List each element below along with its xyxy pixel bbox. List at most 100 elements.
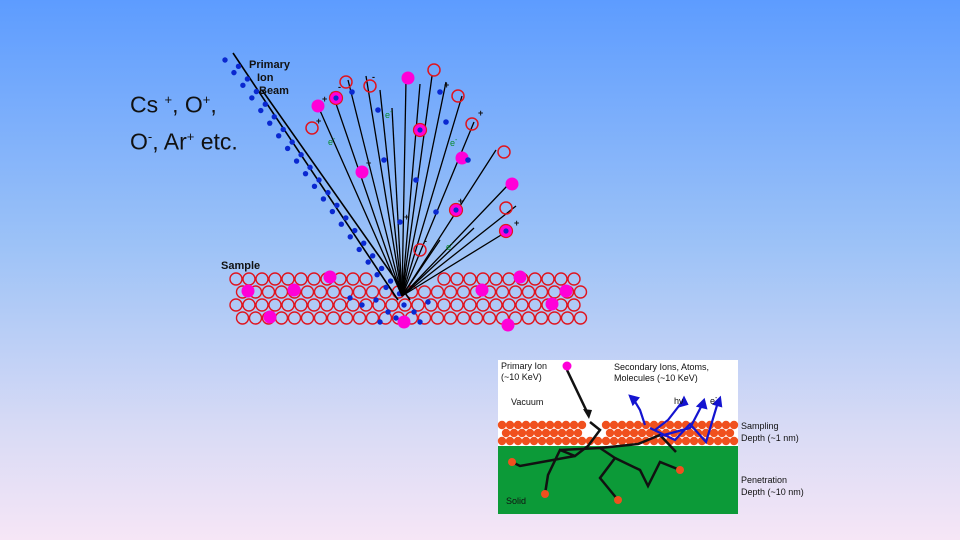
surface-atom xyxy=(501,428,511,438)
beam-ion xyxy=(329,208,336,215)
trajectory xyxy=(401,149,497,297)
sputtered-electron xyxy=(397,219,403,225)
lattice-atom xyxy=(365,285,380,299)
surface-atom xyxy=(665,420,675,430)
penetration-depth-label: Penetration xyxy=(741,475,787,485)
lattice-atom xyxy=(287,311,302,325)
surface-atom xyxy=(617,420,627,430)
sputtered-electron xyxy=(413,177,419,183)
sputtered-atom xyxy=(413,243,427,257)
surface-atom xyxy=(725,428,735,438)
surface-atom xyxy=(673,420,683,430)
sputtered-atom xyxy=(465,117,479,131)
lattice-atom xyxy=(424,298,438,312)
lattice-atom xyxy=(398,298,412,312)
surface-atom xyxy=(601,436,611,446)
surface-atom xyxy=(561,420,571,430)
lattice-atom xyxy=(372,298,386,312)
surface-atom xyxy=(569,420,579,430)
surface-atom xyxy=(497,436,507,446)
sputtered-electron xyxy=(437,89,443,95)
trajectory xyxy=(365,75,403,297)
beam-ion xyxy=(338,221,345,227)
lattice-atom xyxy=(268,298,282,312)
solid-label: Solid xyxy=(506,496,526,506)
trajectory xyxy=(401,95,463,297)
implanted-ion xyxy=(397,315,411,329)
surface-atom xyxy=(625,420,635,430)
lattice-atom xyxy=(437,298,451,312)
lattice-atom xyxy=(326,285,341,299)
beam-ion xyxy=(244,76,251,82)
primary-ion-energy: (~10 KeV) xyxy=(501,372,542,382)
beam-ion xyxy=(235,63,242,70)
lattice-atom xyxy=(313,285,328,299)
lattice-atom xyxy=(359,272,373,286)
sputtered-electron xyxy=(381,157,387,163)
cascade-endpoints xyxy=(508,458,684,504)
beam-ion xyxy=(262,101,269,107)
lattice-atom xyxy=(521,285,536,299)
lattice-atom xyxy=(365,311,380,325)
lattice-atom xyxy=(333,298,347,312)
ion-line-1: Cs +, O+, xyxy=(130,91,217,118)
trajectory xyxy=(317,105,403,297)
charge-plus: + xyxy=(322,94,327,104)
implanted-ion xyxy=(475,283,489,297)
trajectory xyxy=(401,75,433,297)
implanted-beam-ion xyxy=(347,295,353,301)
lattice-atom xyxy=(534,311,549,325)
lattice-atom xyxy=(229,272,243,286)
lattice-atom xyxy=(294,298,308,312)
beam-ion xyxy=(284,145,291,152)
lattice-atom xyxy=(463,272,477,286)
beam-ion xyxy=(352,227,358,234)
surface-atom xyxy=(577,420,587,430)
surface-atom xyxy=(613,428,623,438)
lattice-atom xyxy=(515,298,529,312)
photon-label: hν xyxy=(674,396,684,406)
lattice-atom xyxy=(554,272,568,286)
penetration-depth-value: Depth (~10 nm) xyxy=(741,487,804,497)
beam-ion xyxy=(302,170,309,177)
surface-atom xyxy=(577,436,587,446)
electron-label: e- xyxy=(385,109,393,120)
secondary-ion xyxy=(455,151,469,165)
lattice-atom xyxy=(248,311,263,325)
lattice-atom xyxy=(268,272,282,286)
lattice-atom xyxy=(489,298,503,312)
surface-atom xyxy=(553,436,563,446)
lattice-atom xyxy=(450,272,464,286)
lattice-atom xyxy=(502,272,516,286)
implanted-ion xyxy=(263,310,277,324)
lattice-atom xyxy=(242,272,256,286)
lattice-atom xyxy=(307,272,321,286)
lattice-atom xyxy=(567,298,581,312)
lattice-atom xyxy=(346,298,360,312)
electron-label: e- xyxy=(328,136,336,147)
lattice-atom xyxy=(476,272,490,286)
charge-minus: - xyxy=(338,82,341,92)
lattice-atom xyxy=(430,285,445,299)
vacuum-label: Vacuum xyxy=(511,397,543,407)
beam-ion xyxy=(320,196,327,202)
charge-plus: + xyxy=(404,212,409,222)
beam-ion xyxy=(374,272,380,278)
beam-ion xyxy=(383,284,389,291)
surface-atom xyxy=(629,428,639,438)
beam-ion xyxy=(378,265,385,272)
lattice-atom xyxy=(482,311,497,325)
lattice-atom xyxy=(274,311,289,325)
charge-plus: + xyxy=(478,108,483,118)
lattice-atom xyxy=(313,311,328,325)
surface-atom xyxy=(521,420,531,430)
lattice-atom xyxy=(547,285,562,299)
sputtered-atom xyxy=(305,121,319,135)
charge-minus: - xyxy=(424,236,427,246)
lattice-atom xyxy=(346,272,360,286)
beam-ion xyxy=(347,234,353,240)
lattice-atom xyxy=(469,311,484,325)
beam-ion xyxy=(325,189,331,196)
surface-atom xyxy=(553,420,563,430)
